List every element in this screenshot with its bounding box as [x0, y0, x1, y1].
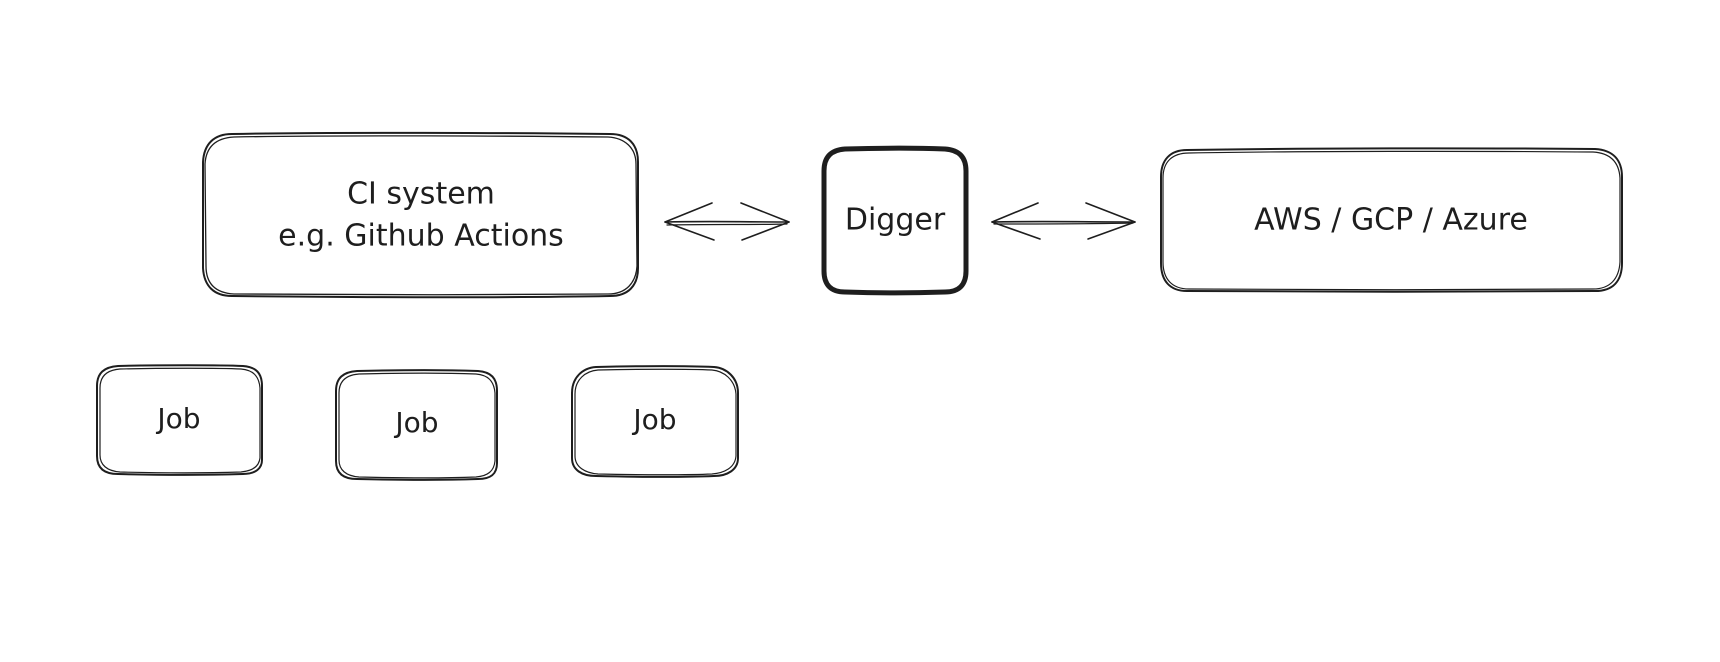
job-label: Job [393, 406, 438, 439]
job-label: Job [155, 402, 200, 435]
job-label: Job [631, 403, 676, 436]
cloud-node: AWS / GCP / Azure [1160, 147, 1623, 293]
cloud-label: AWS / GCP / Azure [1254, 203, 1528, 238]
ci-system-label-line1: CI system [347, 177, 495, 212]
job-node: Job [571, 365, 739, 478]
digger-label: Digger [845, 203, 946, 238]
ci-system-node: CI system e.g. Github Actions [202, 131, 639, 299]
job-node: Job [96, 364, 263, 476]
digger-node: Digger [821, 145, 969, 296]
arrow-digger-cloud [991, 202, 1136, 240]
ci-system-label-line2: e.g. Github Actions [278, 219, 564, 254]
job-node: Job [335, 369, 498, 481]
arrow-ci-digger [664, 202, 790, 241]
